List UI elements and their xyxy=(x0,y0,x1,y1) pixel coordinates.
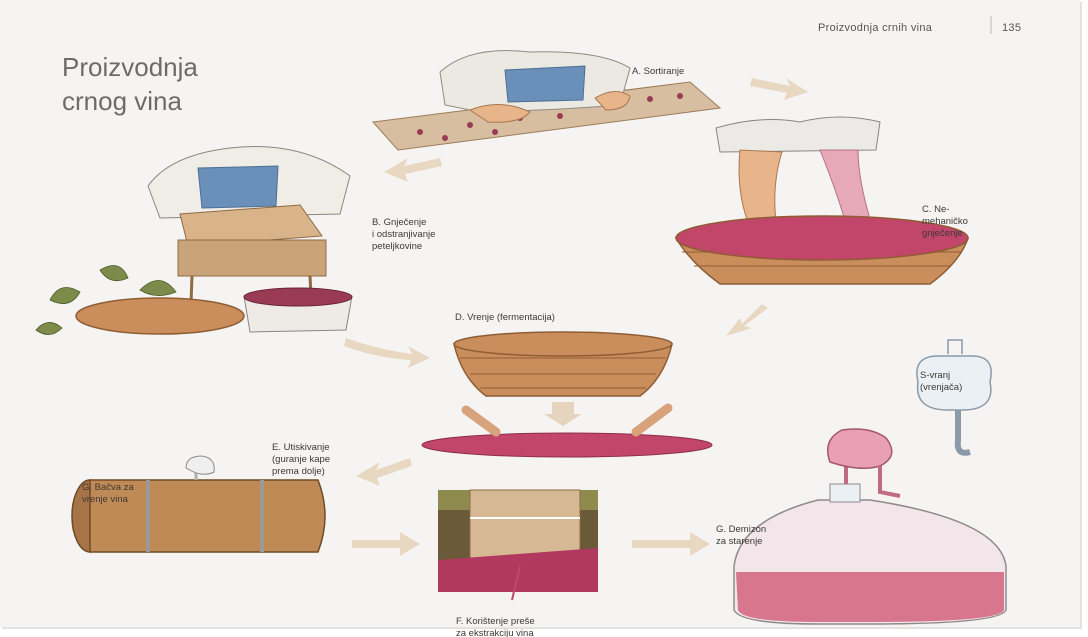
crusher-body xyxy=(178,240,326,276)
crusher-worker-apron xyxy=(198,166,278,208)
demijohn-illustration xyxy=(734,429,1006,624)
barrel-airlock xyxy=(186,456,214,474)
press-illustration xyxy=(438,490,598,600)
title-line-2: crnog vina xyxy=(62,84,198,118)
punchdown-must xyxy=(422,433,712,457)
fermentation-illustration xyxy=(454,332,672,426)
running-title: Proizvodnja crnih vina xyxy=(818,22,932,34)
label-airlock: S-vranj(vrenjača) xyxy=(920,346,962,418)
demijohn-airlock xyxy=(828,429,892,468)
page-title: Proizvodnja crnog vina xyxy=(62,50,198,118)
crushed-grapes xyxy=(244,288,352,306)
fermentation-vat-rim xyxy=(454,332,672,356)
crusher-illustration xyxy=(36,147,352,335)
punchdown-arm-right xyxy=(636,408,668,432)
fermentation-down-arrow xyxy=(544,402,582,426)
title-line-1: Proizvodnja xyxy=(62,50,198,84)
stems-basket xyxy=(76,298,244,334)
punchdown-arm-left xyxy=(466,410,496,432)
label-d-fermentation: D. Vrenje (fermentacija) xyxy=(455,312,555,324)
label-a-sorting: A. Sortiranje xyxy=(632,66,684,78)
sorter-apron xyxy=(505,66,585,102)
page-number: 135 xyxy=(1002,22,1021,34)
demijohn-wine xyxy=(736,572,1004,622)
treader-shirt xyxy=(716,117,880,152)
